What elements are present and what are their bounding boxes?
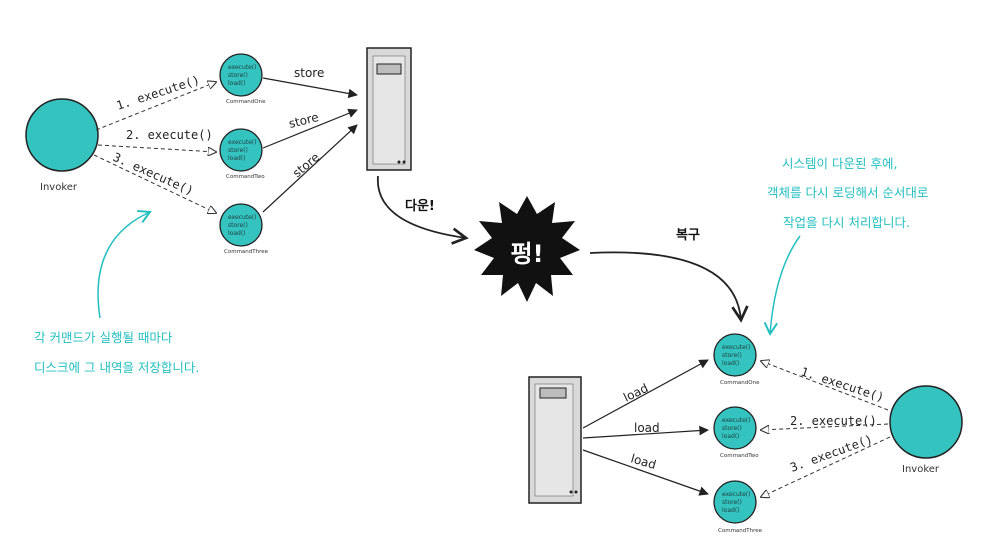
server-led bbox=[569, 490, 573, 494]
bang-burst: 펑! bbox=[474, 196, 580, 302]
command-circle bbox=[219, 128, 263, 172]
command-method: load() bbox=[228, 80, 246, 87]
bottom-load-arrow-1 bbox=[582, 359, 709, 429]
top-store-label-3: store bbox=[290, 150, 322, 180]
command-name: CommandTwo bbox=[720, 453, 759, 459]
server-front bbox=[534, 383, 574, 497]
top-invoker: Invoker bbox=[25, 98, 99, 193]
bottom-command-three: execute() store() load() CommandThree bbox=[713, 480, 763, 534]
bottom-command-one: execute() store() load() CommandOne bbox=[713, 333, 760, 386]
command-method: execute() bbox=[228, 214, 256, 221]
top-command-three: execute() store() load() CommandThree bbox=[219, 203, 269, 255]
down-label: 다운! bbox=[405, 198, 435, 214]
bottom-invoker-circle bbox=[889, 385, 963, 459]
bottom-load-arrow-3 bbox=[582, 449, 709, 496]
command-method: store() bbox=[228, 72, 248, 79]
bottom-load-label-3: load bbox=[629, 451, 658, 472]
command-method: execute() bbox=[722, 344, 750, 351]
bottom-command-two: execute() store() load() CommandTwo bbox=[713, 406, 759, 459]
top-server bbox=[366, 47, 412, 171]
command-name: CommandThree bbox=[224, 249, 269, 255]
command-method: load() bbox=[722, 433, 740, 440]
server-led bbox=[397, 160, 401, 164]
bottom-load-label-1: load bbox=[621, 381, 650, 405]
top-store-arrow-2 bbox=[262, 108, 358, 149]
top-call-label-2: 2. execute() bbox=[126, 128, 213, 142]
top-call-arrow-2 bbox=[97, 144, 216, 152]
command-name: CommandTwo bbox=[226, 174, 265, 180]
command-circle bbox=[219, 53, 263, 97]
server-drive-bay bbox=[539, 387, 567, 399]
command-circle bbox=[713, 480, 757, 524]
bottom-call-arrow-1 bbox=[761, 361, 889, 411]
top-command-one: execute() store() load() CommandOne bbox=[219, 53, 266, 105]
command-method: store() bbox=[722, 499, 742, 506]
recover-arrow bbox=[589, 251, 749, 323]
command-method: store() bbox=[228, 222, 248, 229]
burst-shape bbox=[474, 196, 580, 302]
command-method: execute() bbox=[722, 417, 750, 424]
left-note-line-2: 디스크에 그 내역을 저장합니다. bbox=[34, 360, 199, 375]
server-led bbox=[402, 160, 406, 164]
command-circle bbox=[713, 333, 757, 377]
command-method: store() bbox=[228, 147, 248, 154]
top-call-arrow-3 bbox=[93, 154, 216, 213]
server-led bbox=[574, 490, 578, 494]
command-method: load() bbox=[228, 155, 246, 162]
command-method: store() bbox=[722, 352, 742, 359]
right-note-pointer bbox=[763, 235, 801, 337]
command-method: execute() bbox=[228, 139, 256, 146]
down-arrow bbox=[377, 175, 469, 245]
bottom-load-arrow-2 bbox=[582, 425, 709, 439]
command-method: execute() bbox=[722, 491, 750, 498]
command-method: load() bbox=[228, 230, 246, 237]
command-method: load() bbox=[722, 360, 740, 367]
bottom-call-label-3: 3. execute() bbox=[788, 432, 874, 475]
top-store-arrow-3 bbox=[262, 124, 358, 213]
command-circle bbox=[713, 406, 757, 450]
command-method: store() bbox=[722, 425, 742, 432]
left-note-line-1: 각 커맨드가 실행될 때마다 bbox=[34, 330, 173, 345]
recover-label: 복구 bbox=[676, 228, 700, 243]
right-note-line-3: 작업을 다시 처리합니다. bbox=[783, 215, 910, 230]
command-circle bbox=[219, 203, 263, 247]
top-invoker-label: Invoker bbox=[40, 182, 78, 193]
bottom-call-label-1: 1. execute() bbox=[799, 365, 886, 405]
right-note-line-1: 시스템이 다운된 후에, bbox=[782, 156, 897, 171]
top-command-two: execute() store() load() CommandTwo bbox=[219, 128, 265, 180]
bang-label: 펑! bbox=[510, 240, 543, 268]
top-call-label-3: 3. execute() bbox=[111, 150, 196, 198]
bottom-call-arrow-2 bbox=[761, 423, 889, 430]
bottom-call-label-2: 2. execute() bbox=[790, 414, 877, 428]
bottom-load-label-2: load bbox=[634, 421, 660, 435]
top-store-arrow-1 bbox=[262, 77, 358, 99]
top-call-arrow-1 bbox=[95, 82, 216, 131]
bottom-invoker: Invoker bbox=[889, 385, 963, 475]
top-invoker-circle bbox=[25, 98, 99, 172]
command-name: CommandThree bbox=[718, 528, 763, 534]
bottom-server bbox=[528, 376, 582, 504]
right-note-line-2: 객체를 다시 로딩해서 순서대로 bbox=[767, 185, 928, 200]
command-method: execute() bbox=[228, 64, 256, 71]
command-name: CommandOne bbox=[226, 99, 266, 105]
top-store-label-2: store bbox=[287, 110, 320, 131]
command-method: load() bbox=[722, 507, 740, 514]
bottom-call-arrow-3 bbox=[761, 436, 891, 497]
left-note-pointer bbox=[97, 209, 152, 319]
command-name: CommandOne bbox=[720, 380, 760, 386]
bottom-invoker-label: Invoker bbox=[902, 464, 940, 475]
top-store-label-1: store bbox=[294, 66, 324, 80]
server-drive-bay bbox=[376, 63, 402, 75]
